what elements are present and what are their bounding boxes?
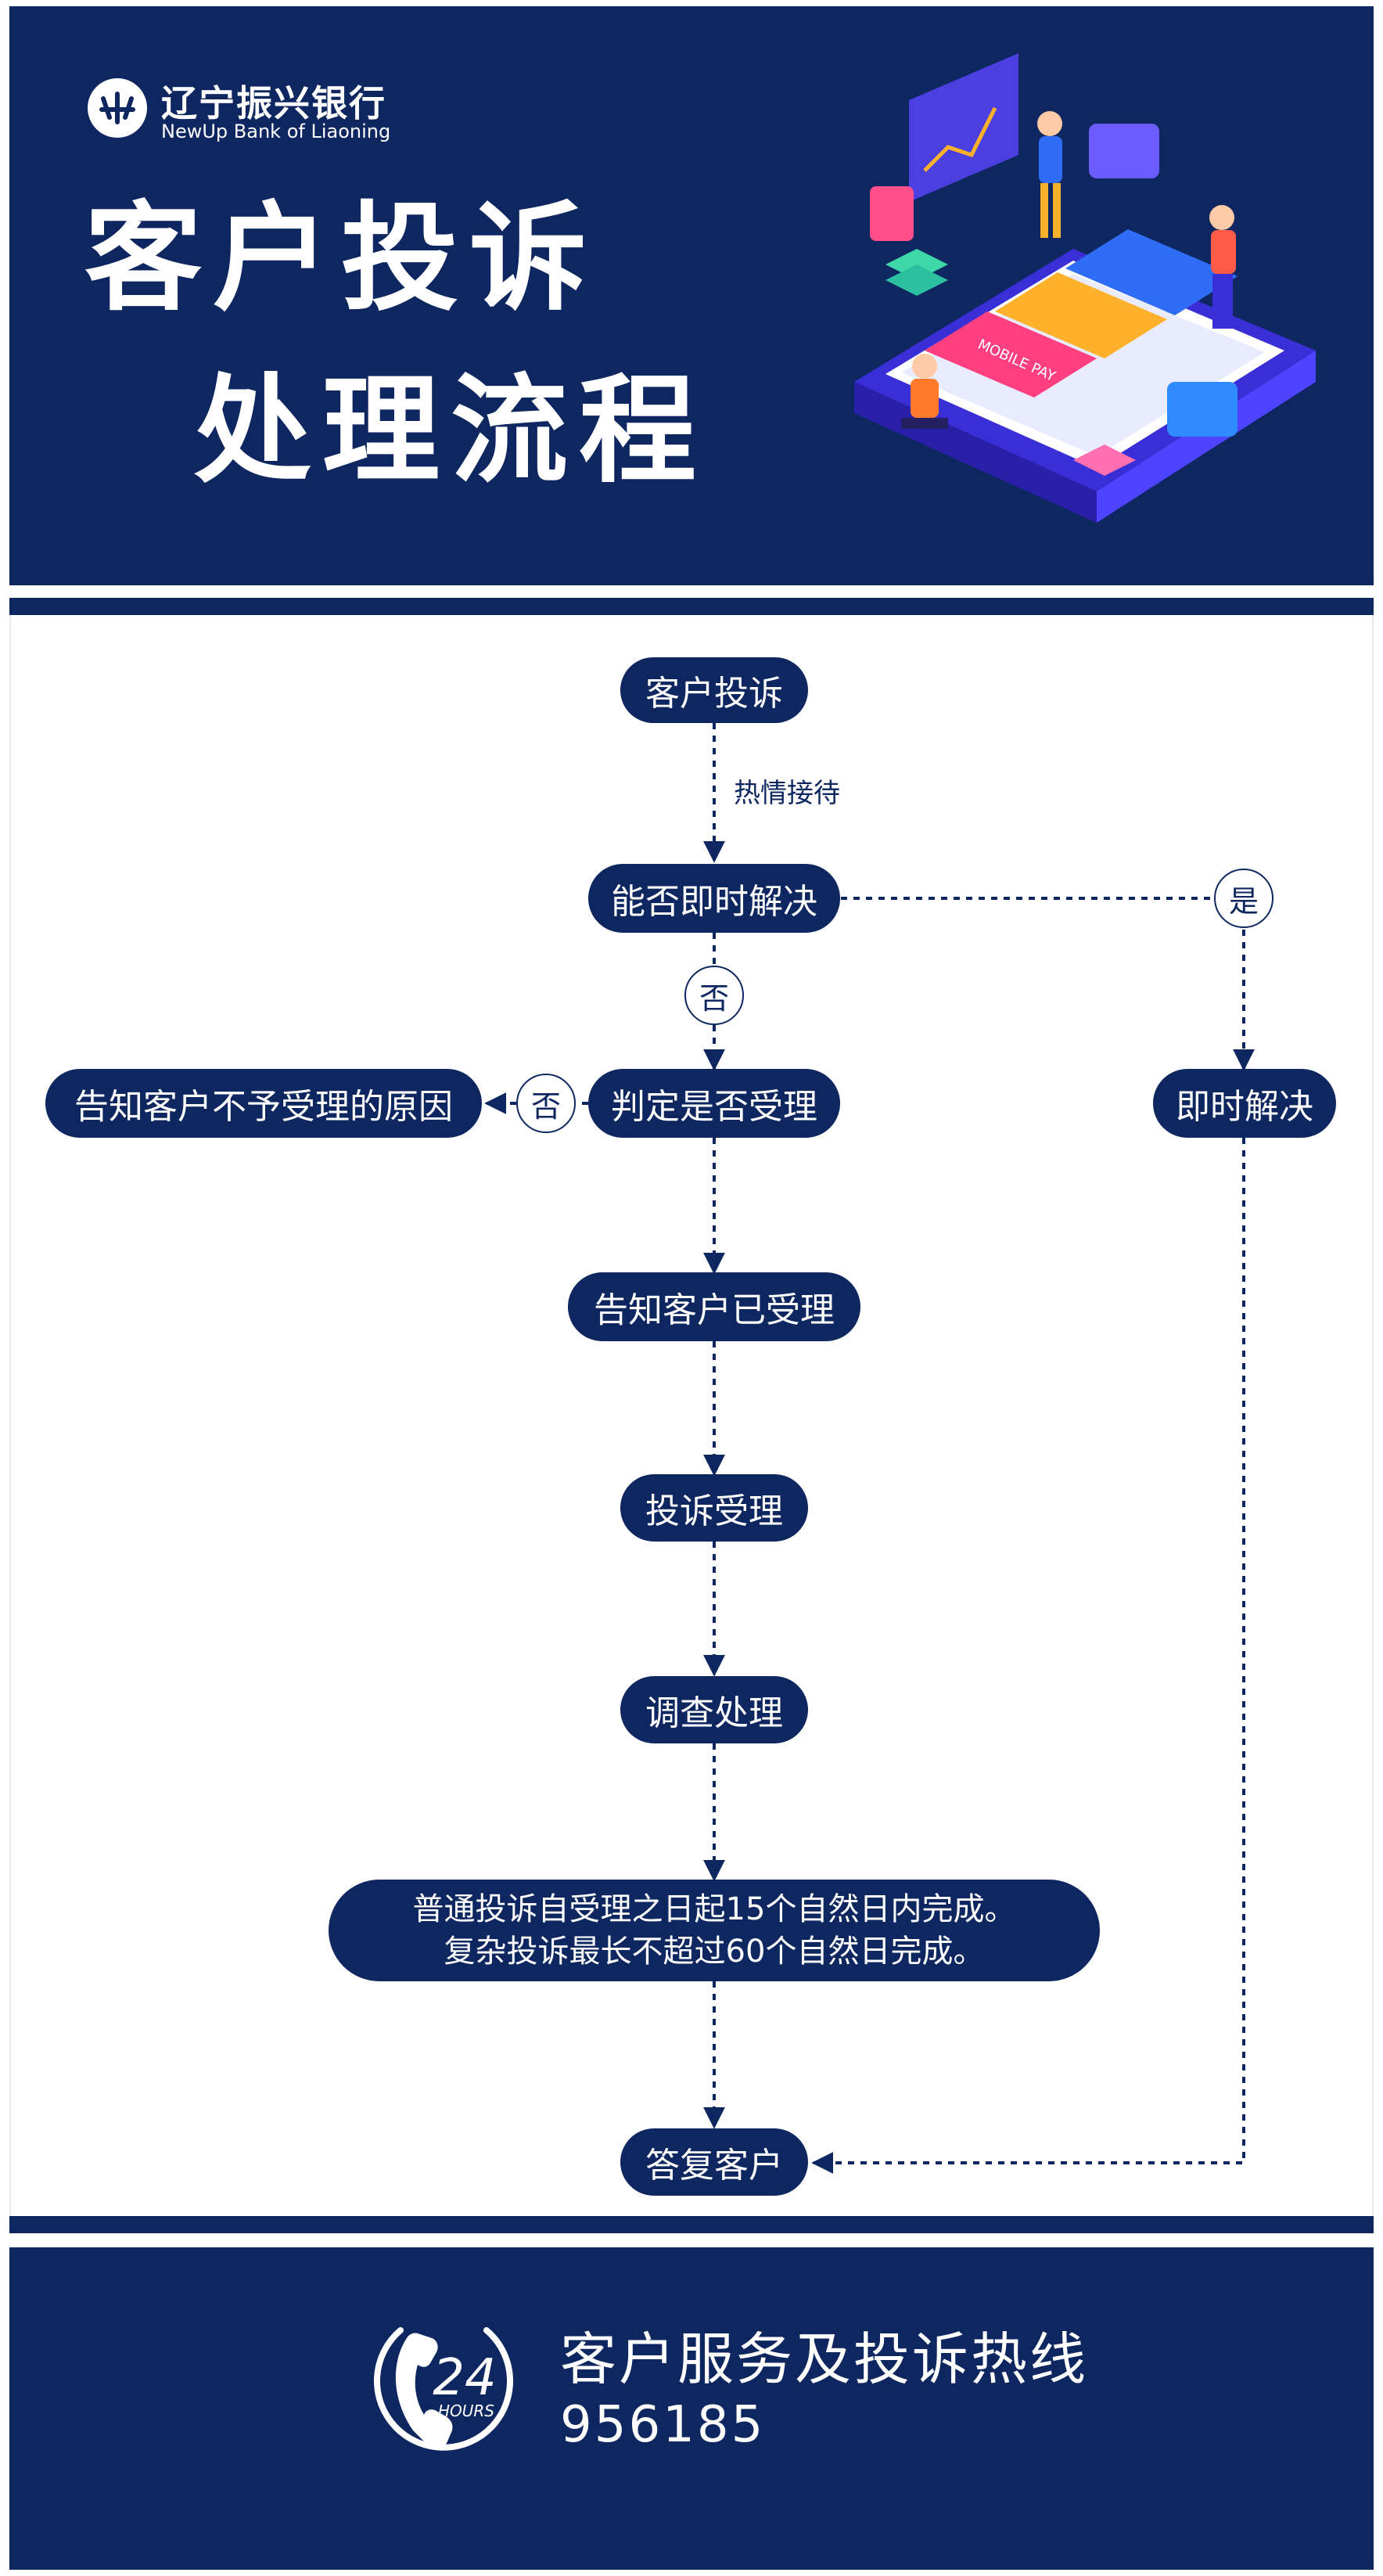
- node-notify-accepted: 告知客户已受理: [568, 1272, 860, 1341]
- node-judge-acceptance: 判定是否受理: [588, 1069, 840, 1138]
- icon-hours-text: HOURS: [438, 2402, 494, 2420]
- node-complaint-accepted: 投诉受理: [620, 1474, 808, 1542]
- node-customer-complaint: 客户投诉: [620, 657, 808, 723]
- 24-hour-phone-icon: 24 HOURS: [374, 2327, 513, 2451]
- header-banner: 辽宁振兴银行 NewUp Bank of Liaoning 客户投诉 处理流程 …: [9, 6, 1374, 585]
- node-resolve-immediately: 即时解决: [1153, 1069, 1336, 1138]
- bank-logo[interactable]: 辽宁振兴银行 NewUp Bank of Liaoning: [80, 72, 455, 150]
- node-investigate: 调查处理: [620, 1676, 808, 1743]
- page-title-line2: 处理流程: [194, 363, 708, 499]
- node-can-resolve-immediately: 能否即时解决: [588, 864, 840, 933]
- flowchart-area: [9, 615, 1374, 2216]
- time-limit-complex: 复杂投诉最长不超过60个自然日完成。: [444, 1934, 985, 1970]
- node-notify-rejection-reason: 告知客户不予受理的原因: [45, 1069, 482, 1138]
- bank-emblem-icon: [88, 78, 147, 138]
- label-warm-reception: 热情接待: [734, 778, 840, 809]
- node-reply-customer: 答复客户: [620, 2128, 808, 2196]
- hotline-number[interactable]: 956185: [560, 2396, 766, 2454]
- bank-name-en: NewUp Bank of Liaoning: [161, 121, 391, 142]
- edge-resolve-now-to-reply: [811, 1138, 1245, 2174]
- bank-name-cn: 辽宁振兴银行: [161, 82, 386, 124]
- label-no-circle-2: 否: [516, 1074, 576, 1133]
- page-title-line1: 客户投诉: [84, 191, 598, 327]
- footer-banner: [9, 2247, 1374, 2570]
- hotline-title: 客户服务及投诉热线: [560, 2326, 1089, 2392]
- time-limit-normal: 普通投诉自受理之日起15个自然日内完成。: [412, 1891, 1016, 1927]
- header-divider-stripe: [9, 598, 1374, 615]
- node-time-limits: 普通投诉自受理之日起15个自然日内完成。 复杂投诉最长不超过60个自然日完成。: [329, 1880, 1100, 1981]
- footer-divider-stripe: [9, 2216, 1374, 2233]
- label-no-circle-1: 否: [684, 966, 744, 1025]
- icon-number: 24: [433, 2349, 496, 2407]
- mobile-banking-illustration: MOBILE PAY: [854, 53, 1316, 523]
- label-yes-circle: 是: [1214, 869, 1273, 928]
